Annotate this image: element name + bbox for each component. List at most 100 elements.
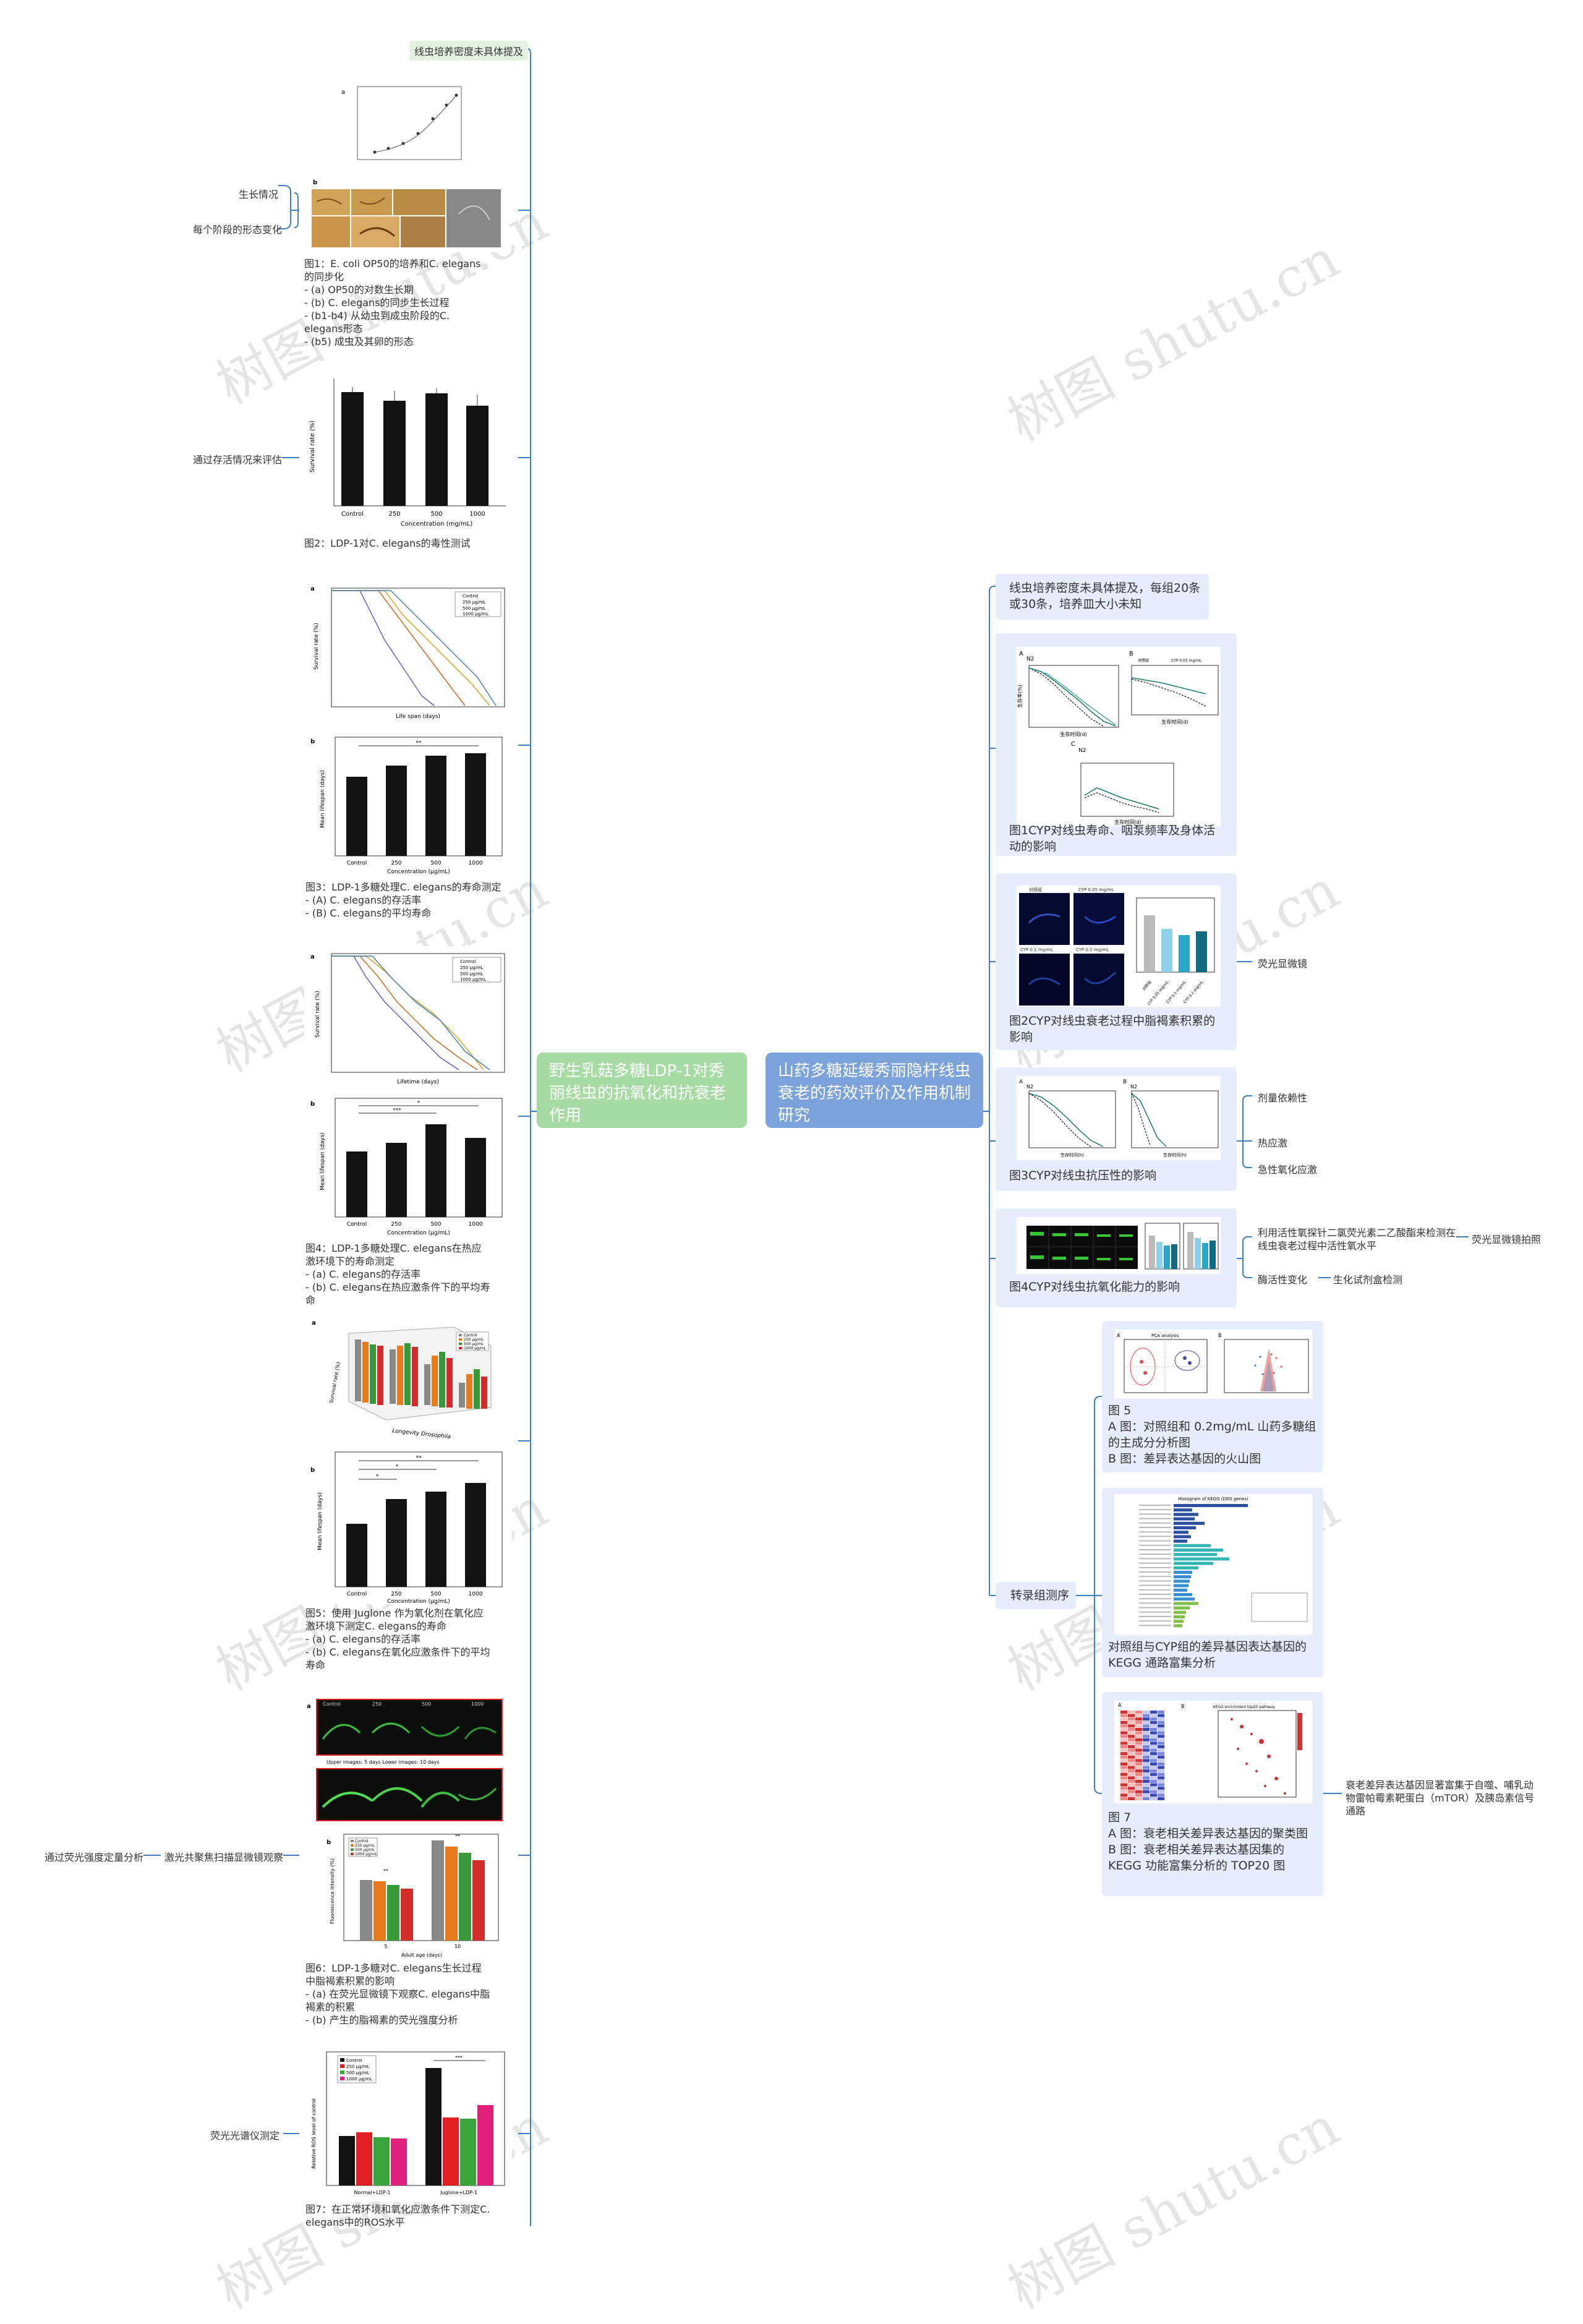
svg-text:Control: Control xyxy=(463,594,478,599)
fig1-caption[interactable]: 图1：E. coli OP50的培养和C. elegans的同步化 - (a) … xyxy=(304,258,481,348)
svg-text:Survival rate (%): Survival rate (%) xyxy=(315,991,321,1038)
fig3-caption[interactable]: 图3：LDP-1多糖处理C. elegans的寿命测定 - (A) C. ele… xyxy=(305,881,501,919)
svg-text:A: A xyxy=(1019,651,1023,657)
heatmap-cell xyxy=(1128,1766,1135,1769)
root-right[interactable]: 山药多糖延缓秀丽隐杆线虫衰老的药效评价及作用机制研究 xyxy=(766,1053,983,1128)
svg-text:N2: N2 xyxy=(1078,748,1086,754)
kegg-bar-label xyxy=(1139,1540,1171,1542)
heatmap-cell xyxy=(1158,1748,1164,1752)
label-survival[interactable]: 通过存活情况来评估 xyxy=(193,454,283,466)
fig4-caption[interactable]: 图4：LDP-1多糖处理C. elegans在热应激环境下的寿命测定 - (a)… xyxy=(305,1242,490,1306)
heatmap-cell xyxy=(1143,1783,1150,1787)
label-dcfh[interactable]: 利用活性氧探针二氯荧光素二乙酸酯来检测在线虫衰老过程中活性氧水平 xyxy=(1258,1227,1456,1252)
label-growth[interactable]: 生长情况 xyxy=(239,189,279,200)
label-confocal[interactable]: 激光共聚焦扫描显微镜观察 xyxy=(164,1852,284,1863)
fig5-caption[interactable]: 图5：使用 Juglone 作为氧化剂在氧化应激环境下测定C. elegans的… xyxy=(305,1607,490,1671)
svg-text:**: ** xyxy=(455,1834,460,1839)
fig7-caption[interactable]: 图7：在正常环境和氧化应激条件下测定C. elegans中的ROS水平 xyxy=(305,2203,493,2228)
heatmap-cell xyxy=(1150,1745,1157,1748)
label-kegg-note[interactable]: 衰老差异表达基因显著富集于自噬、哺乳动物雷帕霉素靶蛋白（mTOR）及胰岛素信号通… xyxy=(1346,1779,1535,1817)
heatmap-cell xyxy=(1158,1735,1164,1738)
heatmap-cell xyxy=(1135,1724,1142,1728)
kegg-bar xyxy=(1174,1584,1188,1587)
card2-caption: 图2CYP对线虫衰老过程中脂褐素积累的影响 xyxy=(1009,1014,1216,1044)
card-fig6-kegg[interactable]: Histogram of KEGG (DEG genes) 对照组与CYP组的差… xyxy=(1102,1488,1323,1677)
kegg-bar xyxy=(1174,1566,1198,1570)
svg-text:250: 250 xyxy=(391,860,401,866)
svg-text:Concentration (μg/mL): Concentration (μg/mL) xyxy=(387,1230,450,1236)
svg-text:10: 10 xyxy=(454,1944,461,1949)
kegg-bar-label xyxy=(1139,1616,1171,1617)
fig3a-lifespan-curves: a Survival rate (%) Control 250 μg/mL 50… xyxy=(304,578,512,722)
svg-text:对照组: 对照组 xyxy=(1029,887,1042,892)
kegg-bar-label xyxy=(1139,1553,1171,1555)
heatmap-cell xyxy=(1158,1766,1164,1769)
heatmap-cell xyxy=(1120,1711,1127,1714)
heatmap-cell xyxy=(1135,1787,1142,1790)
heatmap-cell xyxy=(1143,1793,1150,1797)
heatmap-cell xyxy=(1128,1755,1135,1759)
card-fig1-cyp[interactable]: A N2 生存率(%) 生存时间(d) B 对照组 CYP 0.05 mg/mL… xyxy=(996,633,1237,856)
card-fig7-cluster[interactable]: A B KEGG enrichment top20 pathway 图 7 A … xyxy=(1102,1692,1323,1896)
svg-text:Histogram of KEGG (DEG genes): Histogram of KEGG (DEG genes) xyxy=(1178,1497,1248,1502)
heatmap-cell xyxy=(1158,1762,1164,1766)
label-fluor-spectro[interactable]: 荧光光谱仪测定 xyxy=(210,2130,280,2142)
heatmap-cell xyxy=(1150,1717,1157,1721)
svg-text:1000: 1000 xyxy=(469,1221,483,1228)
heatmap-cell xyxy=(1120,1720,1127,1724)
heatmap-cell xyxy=(1150,1738,1157,1741)
label-photo[interactable]: 荧光显微镜拍照 xyxy=(1472,1234,1542,1245)
fig1b-worm-images: b xyxy=(304,177,508,252)
heatmap-cell xyxy=(1150,1790,1157,1793)
heatmap-cell xyxy=(1128,1762,1135,1766)
label-morph[interactable]: 每个阶段的形态变化 xyxy=(193,224,283,236)
svg-text:**: ** xyxy=(416,740,422,746)
kegg-bar xyxy=(1174,1579,1190,1583)
heatmap-cell xyxy=(1128,1735,1135,1738)
heatmap-cell xyxy=(1143,1728,1150,1731)
kegg-bar xyxy=(1174,1557,1229,1561)
svg-text:*: * xyxy=(376,1474,379,1480)
card-fig5-pca[interactable]: A PCA analysis B 图 5 A 图：对照组和 0.2mg/mL 山… xyxy=(1102,1321,1323,1472)
transcriptome-node[interactable]: 转录组测序 xyxy=(996,1582,1076,1609)
fig6-caption[interactable]: 图6：LDP-1多糖对C. elegans生长过程中脂褐素积累的影响 - (a)… xyxy=(305,1962,490,2026)
density-note-card[interactable]: 线虫培养密度未具体提及，每组20条或30条，培养皿大小未知 xyxy=(996,574,1209,620)
card5-caption: 图 5 A 图：对照组和 0.2mg/mL 山药多糖组的主成分分析图 B 图：差… xyxy=(1108,1404,1316,1466)
card2-figure: 对照组 CYP 0.05 mg/mL CYP 0.1 mg/mL CYP 0.2… xyxy=(1017,886,1221,1007)
kegg-bar-label xyxy=(1139,1531,1171,1533)
heatmap-cell xyxy=(1135,1738,1142,1741)
svg-text:250: 250 xyxy=(391,1221,401,1228)
heatmap-cell xyxy=(1150,1728,1157,1731)
label-fluor-quant[interactable]: 通过荧光强度定量分析 xyxy=(45,1852,144,1863)
svg-text:Concentration (μg/mL): Concentration (μg/mL) xyxy=(387,869,450,875)
heatmap-cell xyxy=(1143,1790,1150,1793)
label-fluor-micro[interactable]: 荧光显微镜 xyxy=(1258,958,1308,970)
svg-text:**: ** xyxy=(416,1455,422,1461)
card6-figure: Histogram of KEGG (DEG genes) xyxy=(1114,1494,1312,1635)
heatmap-cell xyxy=(1135,1731,1142,1735)
svg-text:生存率(%): 生存率(%) xyxy=(1017,685,1023,708)
card-fig3-cyp[interactable]: A N2 生存时间(h) B N2 生存时间(h) 图3CYP对线虫抗压性的影响 xyxy=(996,1067,1237,1191)
heatmap-cell xyxy=(1158,1714,1164,1717)
heatmap-cell xyxy=(1158,1731,1164,1735)
label-biochem[interactable]: 生化试剂盒检测 xyxy=(1333,1274,1403,1286)
fig2-caption[interactable]: 图2：LDP-1对C. elegans的毒性测试 xyxy=(304,537,471,549)
label-enzyme[interactable]: 酶活性变化 xyxy=(1258,1274,1308,1286)
svg-text:a: a xyxy=(310,954,315,960)
heatmap-cell xyxy=(1135,1776,1142,1780)
svg-text:250 μg/mL: 250 μg/mL xyxy=(463,600,486,605)
heatmap-cell xyxy=(1135,1783,1142,1787)
heatmap-cell xyxy=(1128,1748,1135,1752)
card-fig2-cyp[interactable]: 对照组 CYP 0.05 mg/mL CYP 0.1 mg/mL CYP 0.2… xyxy=(996,873,1237,1050)
label-heat[interactable]: 热应激 xyxy=(1258,1137,1288,1149)
density-tag[interactable]: 线虫培养密度未具体提及 xyxy=(409,41,529,61)
heatmap-cell xyxy=(1150,1776,1157,1780)
label-dose[interactable]: 剂量依赖性 xyxy=(1258,1092,1308,1104)
svg-text:对照组: 对照组 xyxy=(1138,658,1149,663)
heatmap-cell xyxy=(1120,1752,1127,1756)
label-acute[interactable]: 急性氧化应激 xyxy=(1258,1164,1318,1176)
heatmap-cell xyxy=(1120,1759,1127,1762)
root-left[interactable]: 野生乳菇多糖LDP-1对秀丽线虫的抗氧化和抗衰老作用 xyxy=(537,1053,747,1128)
card-fig4-cyp[interactable]: 图4CYP对线虫抗氧化能力的影响 xyxy=(996,1208,1237,1307)
heatmap-cell xyxy=(1128,1783,1135,1787)
